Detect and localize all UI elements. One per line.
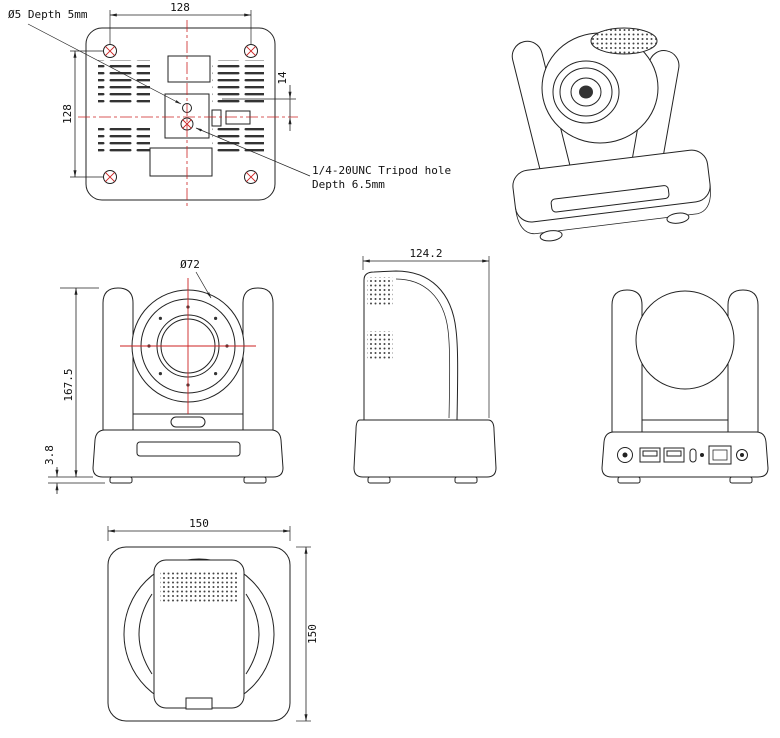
view-back <box>601 289 769 484</box>
side-body-outline <box>363 270 459 421</box>
side-base <box>353 419 497 478</box>
note-tripod-line1: 1/4-20UNC Tripod hole <box>312 164 451 177</box>
dim-bottom-width: 128 <box>109 1 252 44</box>
front-left-arm <box>102 287 134 431</box>
dim-label-front-height: 167.5 <box>62 368 75 401</box>
view-isometric <box>511 27 711 242</box>
iso-base-bevel <box>515 183 711 235</box>
vent-grille <box>98 60 150 106</box>
back-foot <box>617 476 641 484</box>
iso-lens <box>570 77 602 107</box>
dim-label-side-depth: 124.2 <box>409 247 442 260</box>
iso-lens-pupil <box>579 85 593 99</box>
tripod-hole-mark <box>182 119 192 129</box>
corner-screw-hole <box>244 44 258 58</box>
note-corner-hole: Ø5 Depth 5mm <box>8 8 88 21</box>
back-base <box>601 431 769 478</box>
dip-switch <box>211 109 222 127</box>
front-foot <box>109 476 133 484</box>
corner-screw-hole <box>103 170 117 184</box>
front-foot <box>243 476 267 484</box>
usb-port-2-tab <box>666 450 682 457</box>
dim-top-depth: 150 <box>296 546 319 722</box>
dim-side-depth: 124.2 <box>362 247 490 418</box>
rj45-port <box>708 445 732 465</box>
corner-screw-hole <box>244 170 258 184</box>
dim-foot-height: 3.8 <box>43 445 105 494</box>
back-head <box>635 290 735 390</box>
dc-power-pin <box>622 452 628 458</box>
iso-lens-ring <box>559 67 613 117</box>
rj45-inner <box>712 449 728 461</box>
iso-foot <box>666 212 690 224</box>
reset-slot <box>689 448 697 463</box>
top-left-arm-arc <box>138 593 153 675</box>
side-foot <box>454 476 478 484</box>
side-foot <box>367 476 391 484</box>
dim-bottom-height: 128 <box>61 50 104 178</box>
brand-logo <box>170 416 206 428</box>
leader-lens <box>195 271 212 299</box>
side-grille-top <box>367 277 393 305</box>
iso-base-slot <box>550 185 670 213</box>
note-tripod-line2: Depth 6.5mm <box>312 178 385 191</box>
leader-corner-hole <box>27 23 182 105</box>
vent-grille <box>98 126 150 152</box>
usb-port-1-tab <box>642 450 658 457</box>
top-grille <box>160 572 238 604</box>
dim-label-bottom-height: 128 <box>61 104 74 124</box>
vent-grille <box>212 60 264 106</box>
dim-top-width: 150 <box>107 517 291 541</box>
top-rear-tab <box>185 697 213 710</box>
usb-port-1 <box>639 447 661 463</box>
status-led <box>700 453 704 457</box>
rear-port-panel <box>617 445 748 465</box>
audio-jack-pin <box>740 453 744 457</box>
side-arm-inner-line <box>395 278 451 419</box>
dim-offset-14: 14 <box>222 71 296 131</box>
dc-power-jack <box>617 447 633 463</box>
front-right-arm <box>242 287 274 431</box>
dim-label-top-width: 150 <box>189 517 209 530</box>
dim-label-foot: 3.8 <box>43 445 56 465</box>
dim-label-offset: 14 <box>276 71 289 85</box>
iso-foot <box>539 230 563 242</box>
view-front: Ø72 167.5 3.8 <box>43 258 284 494</box>
dim-label-bottom-width: 128 <box>170 1 190 14</box>
view-top: 150 150 <box>107 517 319 722</box>
back-right-arm <box>727 289 759 433</box>
side-grille-bottom <box>367 331 393 359</box>
dim-label-lens: Ø72 <box>180 258 200 271</box>
dim-label-top-depth: 150 <box>306 624 319 644</box>
audio-jack <box>736 449 748 461</box>
view-bottom-plate: 128 128 14 Ø5 Depth 5mm 1/4-20UNC Tripod… <box>8 1 451 208</box>
corner-screw-hole <box>103 44 117 58</box>
vent-grille <box>212 126 264 152</box>
dim-front-height: 167.5 <box>48 287 99 478</box>
iso-head-grille <box>591 28 657 54</box>
view-side: 124.2 <box>353 247 497 484</box>
bottom-recess <box>167 55 211 83</box>
usb-port-2 <box>663 447 685 463</box>
label-recess <box>149 147 213 177</box>
top-right-arm-arc <box>245 593 260 675</box>
front-base-slot <box>136 441 241 457</box>
back-foot <box>729 476 753 484</box>
leader-tripod-hole <box>195 127 311 177</box>
connector-slot <box>225 110 251 125</box>
back-left-arm <box>611 289 643 433</box>
